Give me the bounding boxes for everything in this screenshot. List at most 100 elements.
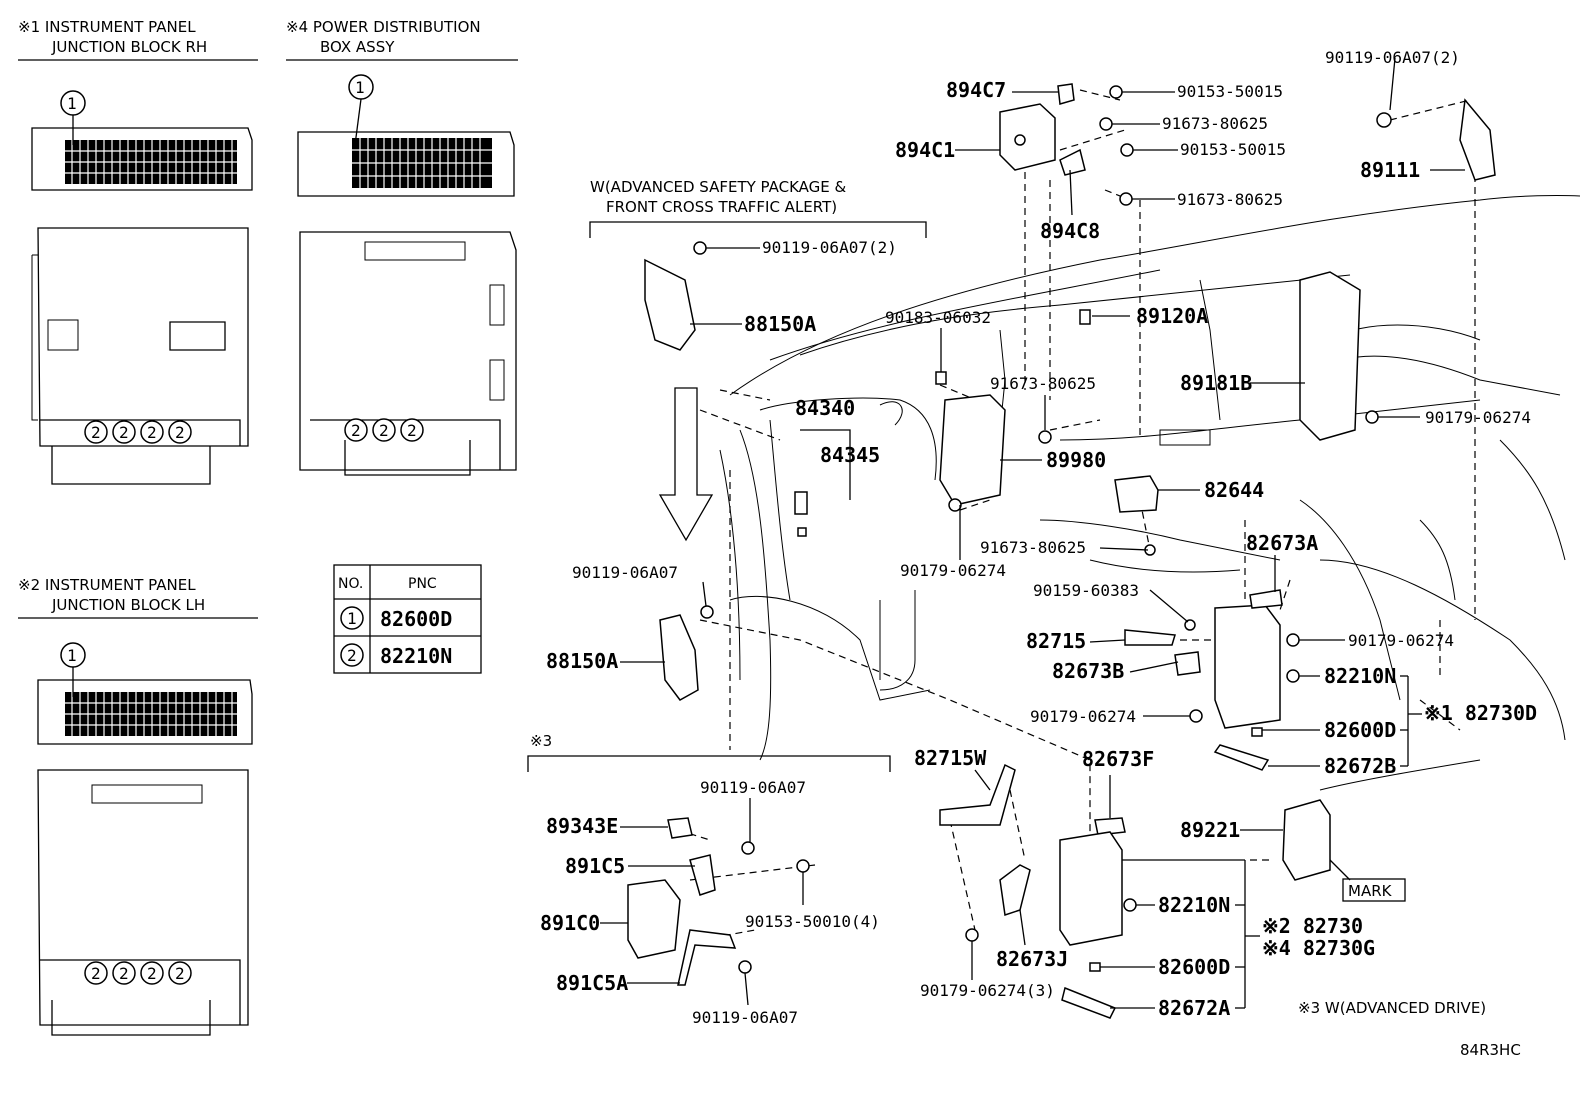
- label-82644[interactable]: 82644: [1204, 478, 1264, 502]
- label-891c0[interactable]: 891C0: [540, 911, 600, 935]
- s3-mark: ※3: [530, 732, 552, 750]
- mark-label: MARK: [1348, 882, 1393, 900]
- label-894c1[interactable]: 894C1: [895, 138, 955, 162]
- mark-box: MARK: [1342, 878, 1406, 902]
- inset-power-distribution-box: ※4 POWER DISTRIBUTION BOX ASSY 1 2 2 2: [286, 18, 518, 476]
- label-89980[interactable]: 89980: [1046, 448, 1106, 472]
- label-82672a[interactable]: 82672A: [1158, 996, 1230, 1020]
- label-89181b[interactable]: 89181B: [1180, 371, 1252, 395]
- table-row-2-pnc: 82210N: [380, 644, 452, 668]
- table-header-pnc: PNC: [408, 576, 437, 592]
- label-89120a[interactable]: 89120A: [1136, 304, 1208, 328]
- module-89221-icon: [1282, 799, 1331, 881]
- label-90119-06a07-s3a[interactable]: 90119-06A07: [700, 778, 806, 797]
- label-90153-50015-b[interactable]: 90153-50015: [1180, 140, 1286, 159]
- callout-1-lh: 1: [67, 646, 77, 665]
- label-90119-06a07-2-mid[interactable]: 90119-06A07(2): [762, 238, 897, 257]
- label-89111[interactable]: 89111: [1360, 158, 1420, 182]
- part-shapes: [627, 83, 1496, 1019]
- inset-rh-subtitle: JUNCTION BLOCK RH: [51, 38, 207, 56]
- callout-2-rh-d: 2: [175, 423, 185, 442]
- module-89111-icon: [1459, 98, 1496, 181]
- callout-2-rh-b: 2: [119, 423, 129, 442]
- table-row-1-pnc: 82600D: [380, 607, 452, 631]
- label-90119-06a07-2-top[interactable]: 90119-06A07(2): [1325, 48, 1460, 67]
- direction-arrow-icon: [658, 387, 714, 542]
- label-82600d-b[interactable]: 82600D: [1158, 955, 1230, 979]
- advanced-drive-group: ※3: [527, 732, 891, 772]
- label-82673j[interactable]: 82673J: [996, 947, 1068, 971]
- label-82730[interactable]: ※2 82730: [1262, 914, 1363, 938]
- label-82730d[interactable]: ※1 82730D: [1424, 701, 1537, 725]
- junction-block-rh-icon: [1214, 604, 1281, 729]
- module-89181b-icon: [1299, 271, 1361, 441]
- bracket-82715w-icon: [939, 763, 1016, 826]
- table-header-no: NO.: [338, 576, 363, 592]
- label-90179-06274-b[interactable]: 90179-06274: [900, 561, 1006, 580]
- advanced-safety-title: W(ADVANCED SAFETY PACKAGE &: [590, 178, 847, 196]
- label-82673a[interactable]: 82673A: [1246, 531, 1318, 555]
- callout-2-rh-c: 2: [147, 423, 157, 442]
- callout-2-lh-d: 2: [175, 964, 185, 983]
- module-88150a-bottom-icon: [659, 614, 699, 701]
- label-89343e[interactable]: 89343E: [546, 814, 618, 838]
- pnc-table: NO. PNC 1 82600D 2 82210N: [333, 564, 482, 674]
- label-894c7[interactable]: 894C7: [946, 78, 1006, 102]
- label-90159-60383[interactable]: 90159-60383: [1033, 581, 1139, 600]
- label-82210n-b[interactable]: 82210N: [1158, 893, 1230, 917]
- label-91673-80625-d[interactable]: 91673-80625: [980, 538, 1086, 557]
- label-91673-80625-b[interactable]: 91673-80625: [1177, 190, 1283, 209]
- label-82673f[interactable]: 82673F: [1082, 747, 1154, 771]
- leader-lines: [600, 57, 1465, 1009]
- dashed-leaders: [677, 89, 1476, 941]
- label-90179-06274-d[interactable]: 90179-06274: [1030, 707, 1136, 726]
- module-891c0-icon: [627, 879, 681, 959]
- label-91673-80625-a[interactable]: 91673-80625: [1162, 114, 1268, 133]
- label-82730g[interactable]: ※4 82730G: [1262, 936, 1375, 960]
- label-91673-80625-c[interactable]: 91673-80625: [990, 374, 1096, 393]
- module-894c1-icon: [999, 103, 1056, 171]
- label-894c8[interactable]: 894C8: [1040, 219, 1100, 243]
- part-labels: 894C7 894C1 894C8 90153-50015 91673-8062…: [540, 48, 1537, 1027]
- label-84340[interactable]: 84340: [795, 396, 855, 420]
- label-82673b[interactable]: 82673B: [1052, 659, 1124, 683]
- label-82600d-a[interactable]: 82600D: [1324, 718, 1396, 742]
- advanced-drive-note: ※3 W(ADVANCED DRIVE): [1298, 999, 1486, 1017]
- inset-rh-title: ※1 INSTRUMENT PANEL: [18, 18, 196, 36]
- label-89221[interactable]: 89221: [1180, 818, 1240, 842]
- inset-pdb-subtitle: BOX ASSY: [320, 38, 395, 56]
- table-row-1-no: 1: [347, 609, 357, 628]
- label-891c5[interactable]: 891C5: [565, 854, 625, 878]
- callout-2-pdb-c: 2: [407, 421, 417, 440]
- label-90179-06274-a[interactable]: 90179-06274: [1425, 408, 1531, 427]
- label-90183-06032[interactable]: 90183-06032: [885, 308, 991, 327]
- callout-2-pdb-a: 2: [351, 421, 361, 440]
- label-84345[interactable]: 84345: [820, 443, 880, 467]
- label-82210n-a[interactable]: 82210N: [1324, 664, 1396, 688]
- label-90179-06274-3[interactable]: 90179-06274(3): [920, 981, 1055, 1000]
- module-88150a-top-icon: [644, 258, 696, 351]
- label-90119-06a07-mid[interactable]: 90119-06A07: [572, 563, 678, 582]
- inset-pdb-title: ※4 POWER DISTRIBUTION: [286, 18, 481, 36]
- label-90153-50010-4[interactable]: 90153-50010(4): [745, 912, 880, 931]
- table-row-2-no: 2: [347, 646, 357, 665]
- label-90119-06a07-s3b[interactable]: 90119-06A07: [692, 1008, 798, 1027]
- callout-2-rh-a: 2: [91, 423, 101, 442]
- label-88150a-top[interactable]: 88150A: [744, 312, 816, 336]
- label-90179-06274-c[interactable]: 90179-06274: [1348, 631, 1454, 650]
- label-88150a-bottom[interactable]: 88150A: [546, 649, 618, 673]
- label-891c5a[interactable]: 891C5A: [556, 971, 628, 995]
- label-82715[interactable]: 82715: [1026, 629, 1086, 653]
- advanced-safety-subtitle: FRONT CROSS TRAFFIC ALERT): [606, 198, 837, 216]
- module-89980-icon: [939, 394, 1006, 506]
- callout-2-lh-a: 2: [91, 964, 101, 983]
- callout-2-pdb-b: 2: [379, 421, 389, 440]
- label-82715w[interactable]: 82715W: [914, 746, 987, 770]
- advanced-safety-group: W(ADVANCED SAFETY PACKAGE & FRONT CROSS …: [589, 178, 927, 238]
- callout-1-rh: 1: [67, 94, 77, 113]
- callout-2-lh-c: 2: [147, 964, 157, 983]
- label-90153-50015-a[interactable]: 90153-50015: [1177, 82, 1283, 101]
- label-82672b[interactable]: 82672B: [1324, 754, 1396, 778]
- junction-block-lh-icon: [1059, 831, 1123, 946]
